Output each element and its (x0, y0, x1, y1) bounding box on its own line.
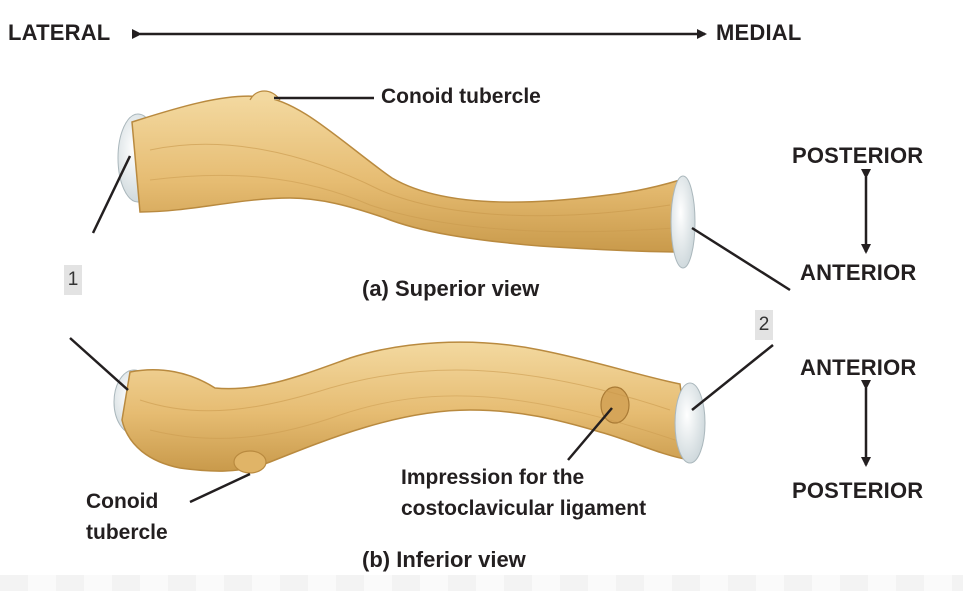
clavicle-superior-view (117, 90, 696, 269)
posterior-label-top: POSTERIOR (792, 143, 924, 168)
posterior-label-bottom: POSTERIOR (792, 478, 924, 503)
floor-strip (0, 575, 963, 591)
leader-impression (567, 407, 613, 461)
anterior-label-bottom: ANTERIOR (800, 355, 917, 380)
anterior-label-top: ANTERIOR (800, 260, 917, 285)
impression-label-line1: Impression for the (401, 466, 585, 489)
conoid-tubercle-label-superior: Conoid tubercle (381, 85, 541, 108)
marker-2: 2 (755, 310, 773, 340)
leader-marker-1-inferior (69, 337, 129, 391)
conoid-label-inferior-line1: Conoid (86, 490, 159, 513)
marker-1: 1 (64, 265, 82, 295)
medial-label: MEDIAL (716, 20, 802, 45)
superior-view-caption: (a) Superior view (362, 276, 540, 301)
conoid-tubercle-inferior (233, 450, 267, 474)
lateral-label: LATERAL (8, 20, 111, 45)
leader-marker-2-inferior (691, 344, 774, 411)
leader-conoid-inferior (189, 472, 251, 504)
clavicle-shaft-superior (131, 95, 689, 253)
inferior-view-caption: (b) Inferior view (362, 547, 526, 572)
leader-marker-1-superior (91, 155, 132, 234)
conoid-label-inferior-line2: tubercle (86, 521, 168, 544)
sternal-end-superior (670, 175, 696, 269)
sternal-end-inferior (674, 382, 706, 464)
leader-marker-2-superior (691, 226, 791, 292)
clavicle-inferior-view (113, 341, 706, 474)
impression-label-line2: costoclavicular ligament (401, 497, 647, 520)
